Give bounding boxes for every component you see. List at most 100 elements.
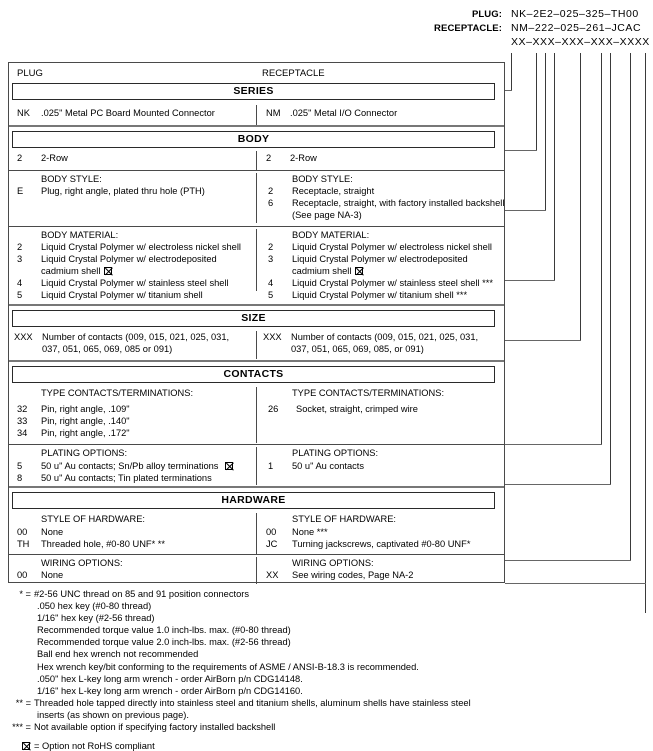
- option-text: cadmium shell: [292, 266, 352, 276]
- option-code: 26: [268, 404, 279, 414]
- option-text: None ***: [292, 527, 328, 537]
- rohs-legend-icon-wrap: [8, 740, 34, 751]
- leader-line-contacts-type: [601, 53, 602, 445]
- option-text: Liquid Crystal Polymer w/ electrodeposit…: [41, 254, 217, 264]
- column-header-plug: PLUG: [17, 68, 43, 79]
- bracket-plating: [505, 484, 611, 485]
- option-contacts-type-plug-1: 32 Pin, right angle, .109": [17, 404, 252, 415]
- footnote-star-line-8: 1/16" hex L-key long arm wrench - order …: [37, 685, 303, 696]
- rule-after-body-material: [9, 304, 504, 306]
- option-text: Threaded hole, #0-80 UNF* **: [41, 539, 166, 549]
- rule-after-contacts-type: [9, 444, 504, 445]
- part-number-options-table: PLUG RECEPTACLE SERIES NK .025" Metal PC…: [8, 62, 508, 584]
- option-code: 5: [17, 290, 23, 300]
- footnote-double-star: ** = Threaded hole tapped directly into …: [8, 697, 528, 709]
- leader-line-series: [511, 53, 512, 91]
- option-code: 34: [17, 428, 28, 438]
- option-body-material-plug-1: 2 Liquid Crystal Polymer w/ electroless …: [17, 242, 257, 253]
- option-text: Plug, right angle, plated thru hole (PTH…: [41, 186, 205, 196]
- option-code: 5: [268, 290, 274, 300]
- footnote-text: #2-56 UNC thread on 85 and 91 position c…: [34, 589, 249, 599]
- footnote-double-star-cont: inserts (as shown on previous page).: [37, 709, 189, 720]
- footnote-text: Not available option if specifying facto…: [34, 722, 276, 733]
- footnote-mark: * =: [19, 589, 31, 599]
- option-text: Liquid Crystal Polymer w/ titanium shell: [41, 290, 203, 300]
- option-text: Number of contacts (009, 015, 021, 025, …: [291, 332, 479, 342]
- column-divider-series: [256, 105, 257, 125]
- option-wiring-plug-1: 00 None: [17, 570, 252, 581]
- option-code: 6: [268, 198, 274, 208]
- footnote-star-line-4: Recommended torque value 2.0 inch-lbs. m…: [37, 637, 291, 648]
- section-bar-series: SERIES: [12, 83, 495, 100]
- option-body-material-rcpt-3: 4 Liquid Crystal Polymer w/ stainless st…: [268, 278, 513, 289]
- option-code: NK: [17, 108, 30, 118]
- option-code: XXX: [14, 332, 33, 342]
- section-bar-size: SIZE: [12, 310, 495, 327]
- rohs-not-compliant-icon: [104, 267, 113, 275]
- option-code: 1: [268, 461, 274, 471]
- column-divider-wiring: [256, 557, 257, 584]
- option-text: Liquid Crystal Polymer w/ stainless stee…: [41, 278, 229, 288]
- section-bar-hardware: HARDWARE: [12, 492, 495, 509]
- option-body-style-rcpt-2: 6 Receptacle, straight, with factory ins…: [268, 198, 508, 209]
- bracket-body-style: [505, 210, 546, 211]
- option-hardware-style-rcpt-2: JC Turning jackscrews, captivated #0-80 …: [266, 539, 506, 550]
- leader-line-plating: [610, 53, 611, 485]
- column-divider-body-material: [256, 229, 257, 291]
- group-title-plating-receptacle: PLATING OPTIONS:: [292, 448, 379, 458]
- option-body-material-rcpt-2b: cadmium shell: [268, 266, 513, 277]
- option-text: Pin, right angle, .140": [41, 416, 130, 426]
- option-text: 50 u" Au contacts: [292, 461, 365, 471]
- option-plating-plug-2: 8 50 u" Au contacts; Tin plated terminat…: [17, 473, 257, 484]
- footnote-single-star: * = #2-56 UNC thread on 85 and 91 positi…: [8, 588, 528, 600]
- option-code: 4: [268, 278, 274, 288]
- footnote-rohs: = Option not RoHS compliant: [8, 740, 528, 751]
- option-series-plug: NK .025" Metal PC Board Mounted Connecto…: [17, 108, 252, 119]
- footnotes: * = #2-56 UNC thread on 85 and 91 positi…: [8, 588, 528, 751]
- option-text: Number of contacts (009, 015, 021, 025, …: [42, 332, 230, 342]
- footnote-star-line-7: .050" hex L-key long arm wrench - order …: [37, 673, 303, 684]
- option-text: Liquid Crystal Polymer w/ titanium shell…: [292, 290, 468, 300]
- column-divider-plating: [256, 447, 257, 485]
- option-text: 037, 051, 065, 069, 085, or 091): [291, 344, 424, 354]
- option-text: Receptacle, straight, with factory insta…: [292, 198, 505, 208]
- option-code: E: [17, 186, 24, 196]
- option-code: JC: [266, 539, 278, 549]
- group-title-plating-plug: PLATING OPTIONS:: [41, 448, 128, 458]
- option-size-rcpt-1: XXX Number of contacts (009, 015, 021, 0…: [263, 332, 508, 343]
- option-body-material-rcpt-2: 3 Liquid Crystal Polymer w/ electrodepos…: [268, 254, 513, 265]
- option-text: Liquid Crystal Polymer w/ electroless ni…: [292, 242, 492, 252]
- option-text: See wiring codes, Page NA-2: [292, 570, 414, 580]
- option-body-material-rcpt-1: 2 Liquid Crystal Polymer w/ electroless …: [268, 242, 513, 253]
- column-header-receptacle: RECEPTACLE: [262, 68, 325, 79]
- option-hardware-style-plug-1: 00 None: [17, 527, 252, 538]
- option-text: (See page NA-3): [292, 210, 362, 220]
- option-text: Liquid Crystal Polymer w/ electrodeposit…: [292, 254, 468, 264]
- option-code: 00: [17, 527, 28, 537]
- option-text: cadmium shell: [41, 266, 101, 276]
- part-number-row-receptacle: RECEPTACLE: NM–222–025–261–JCAC: [410, 22, 650, 36]
- footnote-triple-star: *** = Not available option if specifying…: [8, 721, 528, 733]
- rule-after-series: [9, 125, 504, 127]
- bracket-body-material: [505, 280, 555, 281]
- rohs-not-compliant-icon: [22, 742, 30, 751]
- option-code: XX: [266, 570, 279, 580]
- option-code: XXX: [263, 332, 282, 342]
- footnote-text: = Option not RoHS compliant: [34, 741, 155, 751]
- option-code: 5: [17, 461, 23, 471]
- bracket-contacts-type: [505, 444, 602, 445]
- footnote-star-line-3: Recommended torque value 1.0 inch-lbs. m…: [37, 625, 291, 636]
- plug-part-number: NK–2E2–025–325–TH00: [511, 8, 639, 20]
- receptacle-label: RECEPTACLE:: [434, 23, 502, 34]
- rohs-not-compliant-icon: [355, 267, 364, 275]
- option-code: 2: [17, 153, 23, 163]
- footnote-star-line-6: Hex wrench key/bit conforming to the req…: [37, 661, 419, 672]
- option-text: Turning jackscrews, captivated #0-80 UNF…: [292, 539, 471, 549]
- part-number-row-plug: PLUG: NK–2E2–025–325–TH00: [410, 8, 650, 22]
- option-contacts-type-plug-3: 34 Pin, right angle, .172": [17, 428, 252, 439]
- leader-line-body-material: [554, 53, 555, 281]
- option-wiring-rcpt-1: XX See wiring codes, Page NA-2: [266, 570, 506, 581]
- option-text: 50 u" Au contacts; Tin plated terminatio…: [41, 473, 212, 483]
- group-title-hardware-style-plug: STYLE OF HARDWARE:: [41, 514, 145, 524]
